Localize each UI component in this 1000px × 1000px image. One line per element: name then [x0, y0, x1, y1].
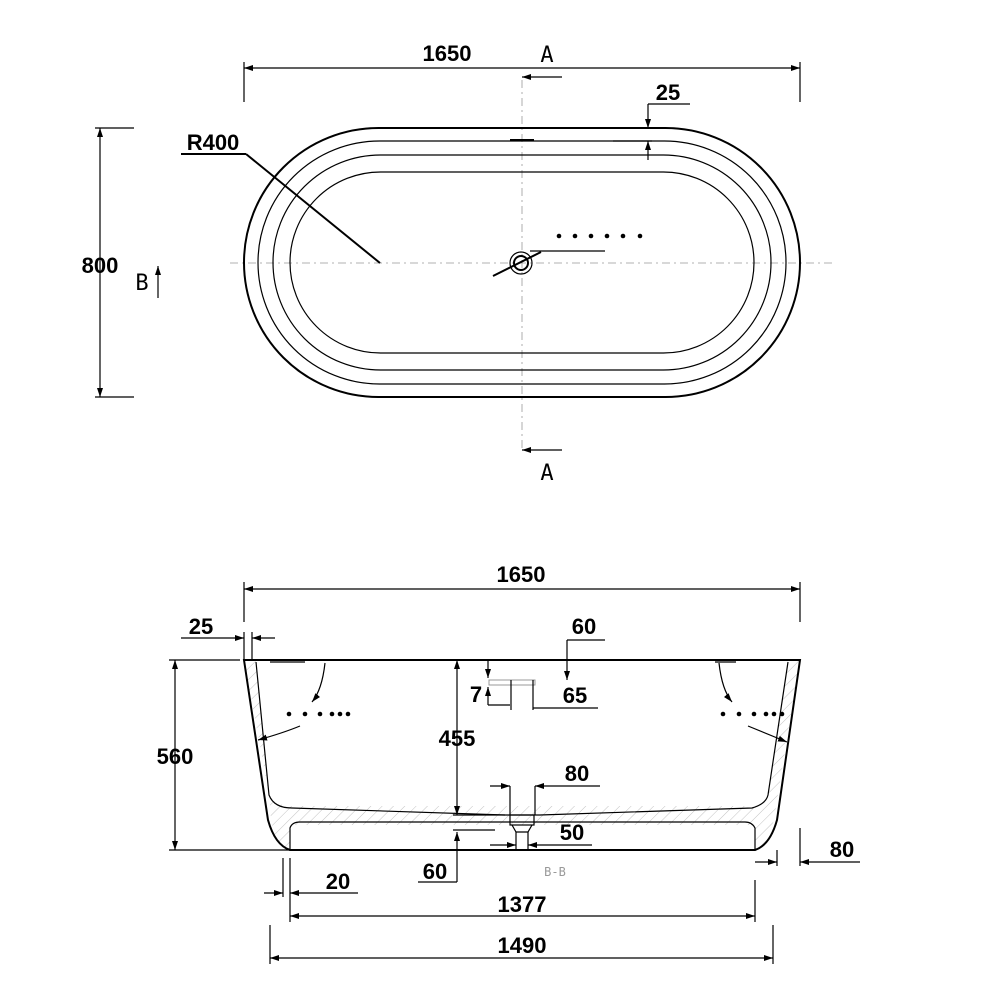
height-label: 560 — [157, 744, 194, 769]
dim7-label: 7 — [470, 682, 482, 707]
sec-rim-label: 25 — [189, 614, 213, 639]
left-angle-arc-top — [311, 662, 326, 703]
depth-label: 455 — [439, 726, 476, 751]
section-a-bottom-label: A — [540, 461, 553, 486]
right-angle-arc-bottom — [747, 725, 788, 743]
overflow-offset-label: 60 — [572, 614, 596, 639]
dim65-label: 65 — [563, 683, 587, 708]
inset-label: 20 — [326, 869, 350, 894]
left-angle-arc-bottom — [257, 725, 301, 741]
outer-rim-outline — [243, 127, 801, 398]
sec-length-label: 1650 — [497, 562, 546, 587]
length-label: 1650 — [423, 41, 472, 66]
bottom-thick-label: 60 — [423, 859, 447, 884]
basin-outline — [289, 171, 755, 354]
bottom-hatch — [290, 812, 755, 825]
section-bb-label: B-B — [544, 865, 566, 879]
radius-leader — [245, 153, 381, 264]
top-view: 1650 A A 800 B R400 25 — [82, 41, 835, 486]
drain-section — [509, 814, 535, 833]
right-foot-hatch — [755, 800, 777, 850]
radius-label: R400 — [187, 130, 240, 155]
right-angle-arc-top — [718, 662, 733, 703]
wall-hatch — [244, 660, 800, 812]
left-angle-dots — [286, 711, 351, 717]
base-recess-profile — [289, 821, 756, 850]
rim-label: 25 — [656, 80, 680, 105]
right-angle-dots — [720, 711, 785, 717]
inner-rim-outline — [272, 154, 772, 371]
section-a-top-label: A — [540, 43, 553, 68]
drain-width-label: 80 — [565, 761, 589, 786]
section-view: 1650 25 560 — [157, 562, 860, 964]
left-foot-hatch — [270, 800, 290, 850]
overflow-section — [488, 679, 536, 710]
drain-height-label: 50 — [560, 820, 584, 845]
base-side-label: 80 — [830, 837, 854, 862]
outer-base-label: 1490 — [498, 933, 547, 958]
inner-base-label: 1377 — [498, 892, 547, 917]
drain-note-dots — [556, 233, 643, 239]
section-b-label: B — [135, 271, 148, 296]
drain-icon — [509, 251, 533, 275]
width-label: 800 — [82, 253, 119, 278]
drain-leader — [492, 251, 542, 277]
